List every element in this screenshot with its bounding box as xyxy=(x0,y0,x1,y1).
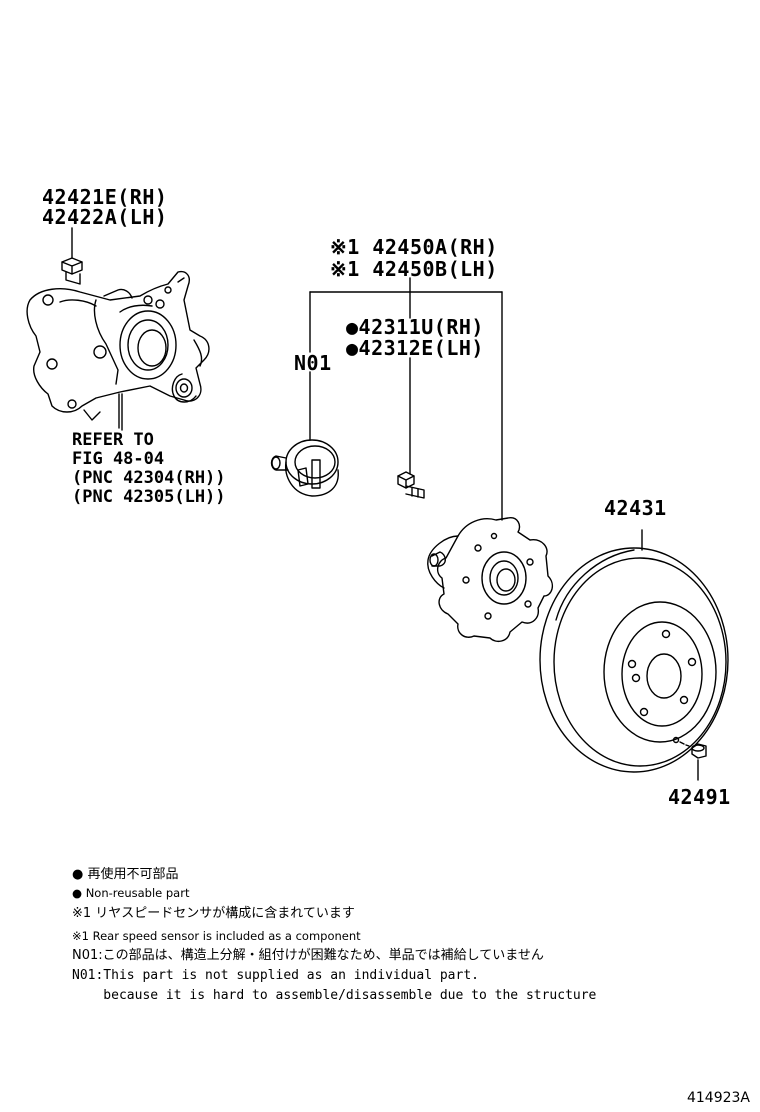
brake-disc xyxy=(539,529,729,773)
n01-label[interactable]: N01 xyxy=(294,351,332,375)
note-nonreusable-en: ● Non-reusable part xyxy=(72,886,190,900)
pnc-lh-text: (PNC 42305(LH)) xyxy=(72,487,226,507)
refer-to-text: REFER TO xyxy=(72,430,154,450)
knuckle-carrier xyxy=(26,270,210,431)
disc-screw xyxy=(679,741,707,781)
hub-bolt xyxy=(397,471,425,499)
figure-id: 414923A xyxy=(686,1090,750,1106)
hub-bolt-rh-label[interactable]: ●42311U(RH) xyxy=(346,315,484,339)
note-n01-en-line2: because it is hard to assemble/disassemb… xyxy=(72,988,597,1003)
knuckle-rh-label[interactable]: 42421E(RH) xyxy=(42,185,168,209)
note-speed-sensor-jp: ※1 リヤスピードセンサが構成に含まれています xyxy=(72,906,355,921)
pnc-rh-text: (PNC 42304(RH)) xyxy=(72,468,226,488)
speed-sensor-cap xyxy=(270,439,339,497)
fig-reference-link[interactable]: FIG 48-04 xyxy=(72,449,165,469)
note-speed-sensor-en: ※1 Rear speed sensor is included as a co… xyxy=(72,929,361,943)
hub-callout-lines xyxy=(118,277,503,521)
hub-assy-lh-label[interactable]: ※1 42450B(LH) xyxy=(330,257,498,281)
note-n01-jp: N01:この部品は、構造上分解・組付けが困難なため、単品では補給していません xyxy=(72,948,544,963)
note-nonreusable-jp: ● 再使用不可部品 xyxy=(72,867,179,882)
hub-assy-rh-label[interactable]: ※1 42450A(RH) xyxy=(330,235,498,259)
knuckle-lh-label[interactable]: 42422A(LH) xyxy=(42,205,168,229)
knuckle-bolt xyxy=(61,227,83,285)
screw-label[interactable]: 42491 xyxy=(668,785,731,809)
disc-label[interactable]: 42431 xyxy=(604,496,667,520)
note-n01-en-line1: N01:This part is not supplied as an indi… xyxy=(72,968,479,983)
hub-bearing-assembly xyxy=(427,517,554,643)
hub-bolt-lh-label[interactable]: ●42312E(LH) xyxy=(346,336,484,360)
